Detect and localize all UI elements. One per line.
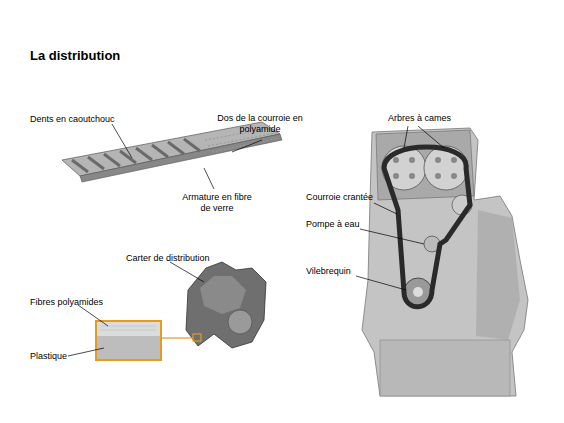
engine bbox=[362, 128, 528, 396]
part-label: Armature en fibre de verre bbox=[178, 192, 256, 214]
part-label: Courroie crantée bbox=[306, 192, 373, 203]
part-label: Plastique bbox=[30, 351, 67, 362]
part-label: Arbres à cames bbox=[388, 113, 451, 124]
timing-cover bbox=[96, 262, 266, 360]
part-label: Vilebrequin bbox=[306, 266, 351, 277]
part-label: Fibres polyamides bbox=[30, 297, 103, 308]
part-label: Carter de distribution bbox=[126, 253, 210, 264]
part-label: Pompe à eau bbox=[306, 219, 360, 230]
part-label: Dents en caoutchouc bbox=[30, 114, 115, 125]
leader-lines bbox=[356, 126, 444, 290]
leader-lines bbox=[68, 262, 204, 356]
part-label: Dos de la courroie en polyamide bbox=[204, 113, 316, 135]
title: La distribution bbox=[30, 48, 120, 63]
